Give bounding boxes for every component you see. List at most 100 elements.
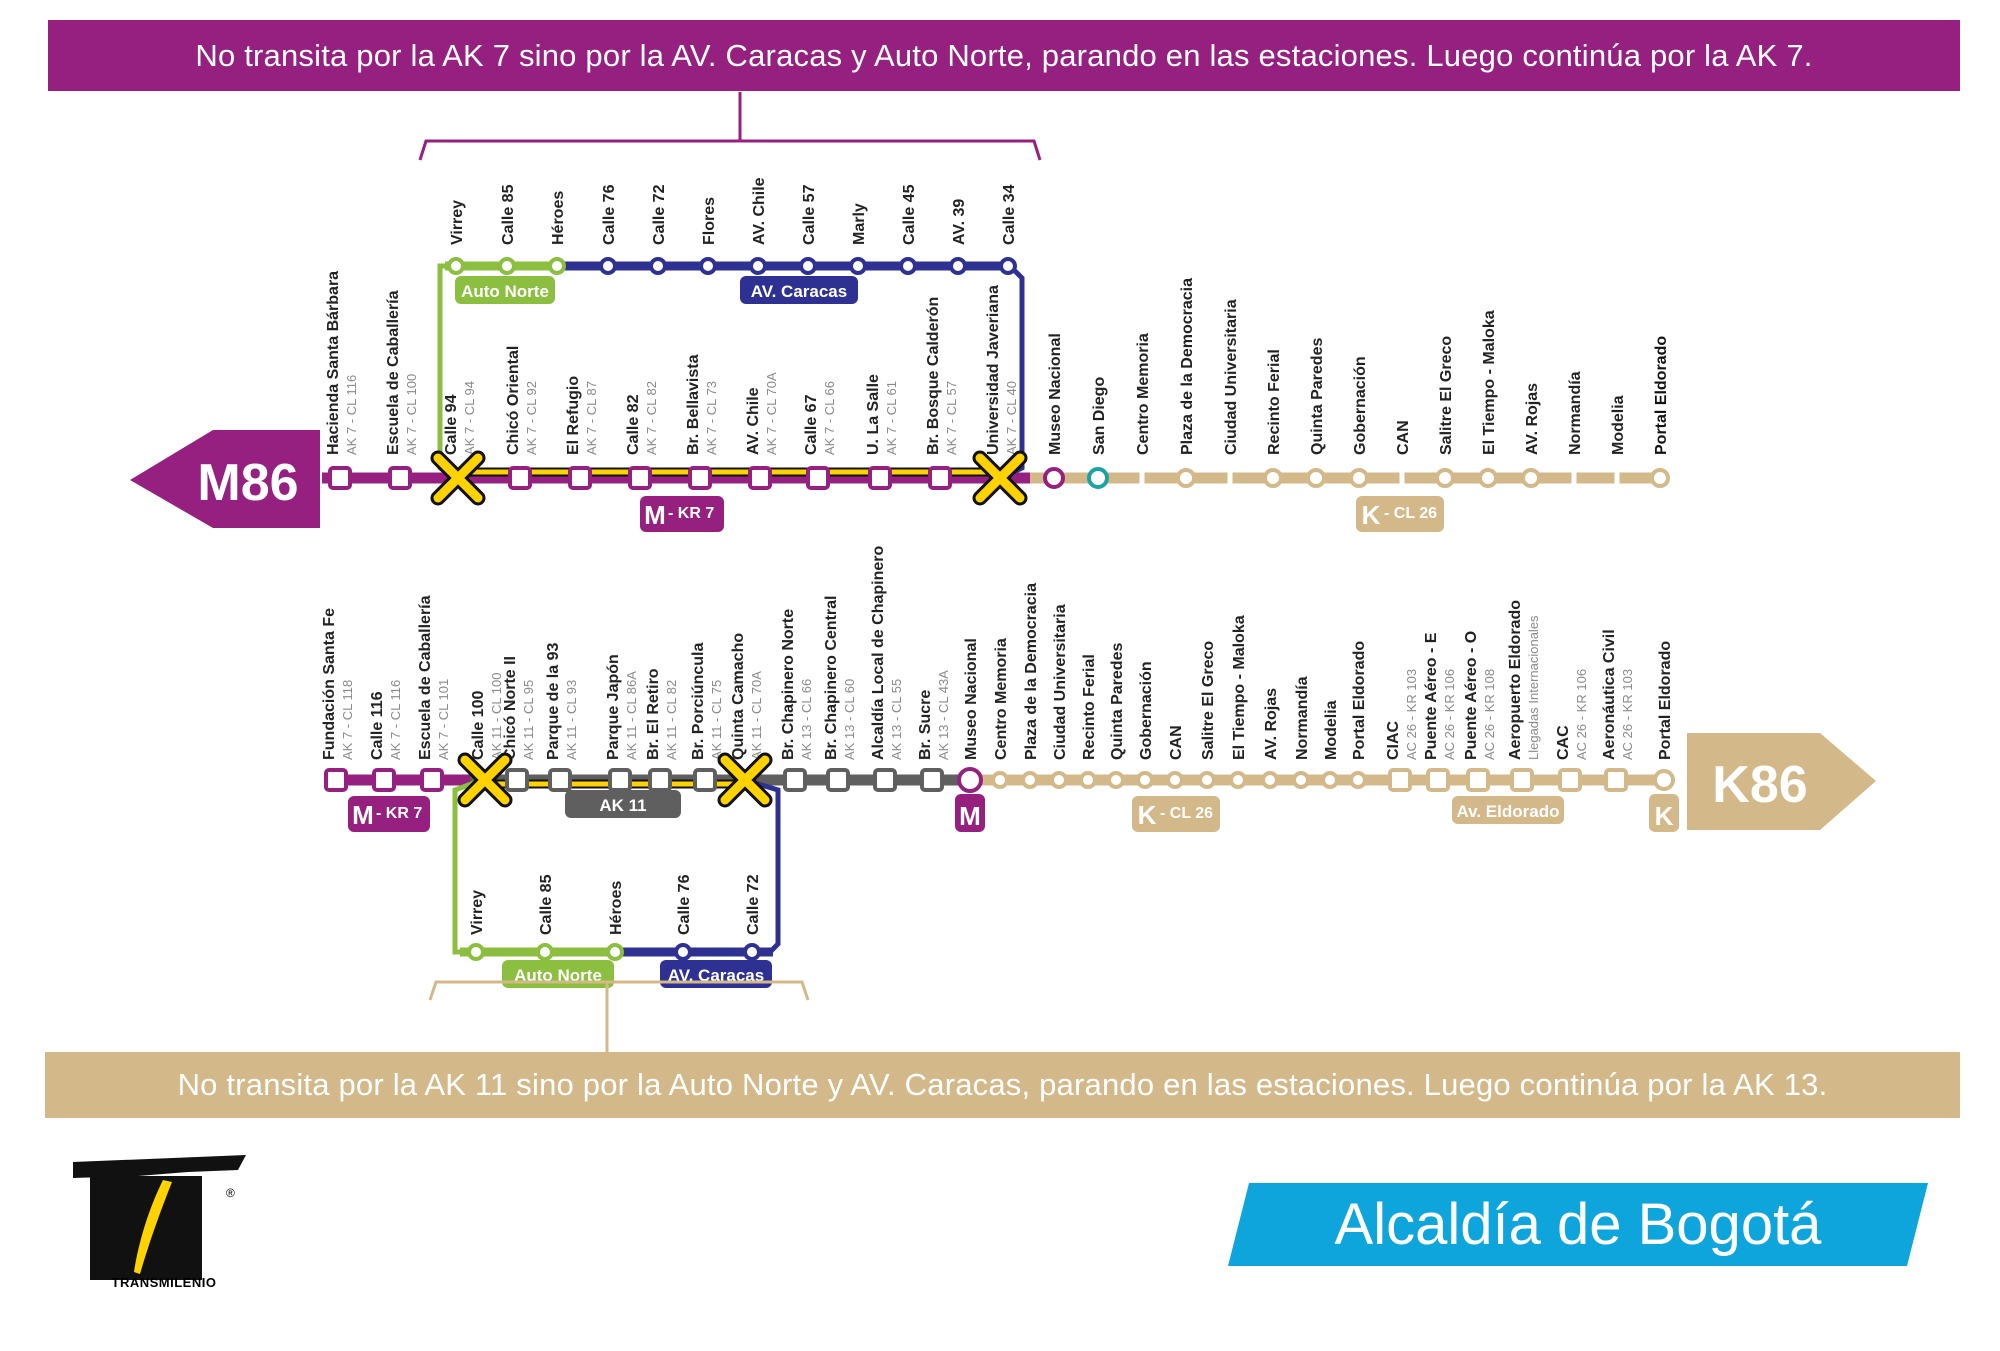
k86-kr7-tag-text: - KR 7	[376, 805, 422, 822]
m86-caracas-pill-text: AV. Caracas	[751, 282, 847, 301]
m86-stop-square	[868, 466, 892, 490]
m86-trunk-pass-mark	[1139, 468, 1145, 488]
m86-trunk-station-dot	[1478, 468, 1498, 488]
m86-detour-station-dot	[699, 257, 717, 275]
k86-trunk-station-label: Gobernación	[1138, 661, 1155, 760]
m86-stop-square	[688, 466, 712, 490]
k86-stop-name: Quinta Camacho	[730, 633, 747, 760]
k86-stop-square	[648, 768, 672, 792]
registered-mark: ®	[226, 1186, 235, 1200]
k86-trunk-station-label: Plaza de la Democracia	[1023, 583, 1040, 760]
m86-kr7-tag-box	[640, 496, 724, 532]
k86-stop-name: Br. Chapinero Norte	[780, 609, 797, 760]
k86-trunk-station-dot	[1229, 771, 1247, 789]
k86-stop-square	[505, 768, 529, 792]
k86-trunk-station-label: AV. Rojas	[1263, 688, 1280, 760]
k86-trunk-station-dot	[1292, 771, 1310, 789]
k86-stop-name: Parque Japón	[605, 654, 622, 760]
k86-stop-sub: AK 11 - CL 82	[664, 680, 679, 760]
m86-trunk-pass-mark	[1399, 468, 1405, 488]
m86-stop-square	[748, 466, 772, 490]
k86-ak11-pill-text: AK 11	[599, 796, 646, 815]
m86-badge-label: M86	[197, 454, 298, 512]
m86-stop-sub: AK 7 - CL 40	[1004, 381, 1019, 455]
m86-kr7-tag-letter: M	[644, 500, 666, 530]
m86-trunk-station-dot	[1521, 468, 1541, 488]
k86-detour-station-label: Calle 85	[538, 874, 555, 935]
k86-stop-name: Calle 116	[369, 691, 386, 760]
m86-autonorte-pill-text: Auto Norte	[461, 282, 549, 301]
k86-trunk-station-dot	[991, 771, 1009, 789]
k86-stop-name: Br. Porciúncula	[690, 643, 707, 760]
m86-trunk-pass-mark	[1227, 468, 1233, 488]
k86-detour-station-label: Héroes	[608, 881, 625, 935]
k86-eldorado-stop-sub: AC 26 - KR 103	[1620, 669, 1635, 760]
transmilenio-logo	[73, 1155, 246, 1280]
m86-detour-station-label: AV. 39	[951, 199, 968, 245]
m86-trunk-pass-mark	[1614, 468, 1620, 488]
m86-trunk-station-label: Modelia	[1610, 395, 1627, 455]
m86-cl26-tag-text: - CL 26	[1384, 505, 1437, 522]
m86-stop-name: Calle 67	[803, 394, 820, 455]
k86-trunk-station-label: Portal Eldorado	[1351, 641, 1368, 760]
k86-trunk-station-dot	[1021, 771, 1039, 789]
m86-cl26-tag-box	[1356, 496, 1444, 532]
k86-trunk-station-label: CAN	[1168, 725, 1185, 760]
alcaldia-text: Alcaldía de Bogotá	[1334, 1192, 1822, 1257]
alcaldia-bogota-logo: Alcaldía de Bogotá	[1228, 1183, 1928, 1266]
top-notice-banner: No transita por la AK 7 sino por la AV. …	[48, 20, 1960, 91]
m86-detour-station-dot	[999, 257, 1017, 275]
k86-stop-name: Fundación Santa Fe	[321, 608, 338, 760]
m86-stop-sub: AK 7 - CL 92	[524, 381, 539, 455]
bottom-notice-text: No transita por la AK 11 sino por la Aut…	[177, 1067, 1828, 1102]
m86-stop-sub: AK 7 - CL 94	[462, 381, 477, 455]
k86-stop-sub: AK 13 - CL 55	[889, 679, 904, 760]
m86-detour-station-label: Héroes	[550, 191, 567, 245]
k86-detour-station-dot	[467, 943, 485, 961]
k86-trunk-station-label: Salitre El Greco	[1200, 641, 1217, 760]
m86-stop-name: Hacienda Santa Bárbara	[325, 271, 342, 455]
k86-eldorado-stop-sub: Llegadas Internacionales	[1526, 615, 1541, 760]
k86-eldorado-stop-sub: AC 26 - KR 106	[1442, 669, 1457, 760]
k86-stop-name: Br. Chapinero Central	[823, 596, 840, 760]
k86-eldorado-stop-name: Aeropuerto Eldorado	[1507, 600, 1524, 760]
k86-trunk-station-label: Modelia	[1323, 700, 1340, 760]
k86-detour-station-label: Calle 76	[676, 874, 693, 935]
m86-detour-station-label: Calle 57	[801, 184, 818, 245]
m86-trunk-station-dot	[1176, 468, 1196, 488]
m86-detour-station-dot	[548, 257, 566, 275]
m86-trunk-station-label: Plaza de la Democracia	[1179, 278, 1196, 455]
m86-autonorte-pill-box	[455, 276, 555, 304]
k86-caracas-pill-text: AV. Caracas	[668, 966, 764, 985]
m86-detour-station-dot	[799, 257, 817, 275]
m86-closure-cross-javeriana-c2	[975, 453, 1025, 503]
m86-stop-sub: AK 7 - CL 82	[644, 381, 659, 455]
k86-eldorado-stop-square	[1426, 768, 1450, 792]
k86-stop-square	[324, 768, 348, 792]
m86-stop-name: Calle 94	[443, 394, 460, 455]
k86-trunk-station-dot	[1107, 771, 1125, 789]
k86-eldorado-stop-name: Puente Aéreo - E	[1423, 632, 1440, 760]
k86-trunk-station-dot	[1136, 771, 1154, 789]
k86-stop-sub: AK 11 - CL 95	[521, 680, 536, 760]
m86-stop-sub: AK 7 - CL 70A	[764, 372, 779, 455]
bottom-detour-bracket	[428, 980, 810, 1001]
m86-trunk-station-label: Museo Nacional	[1047, 333, 1064, 455]
m86-detour-station-dot	[498, 257, 516, 275]
k86-museo-tag-box	[955, 794, 985, 832]
k86-trunk-station-label: El Tiempo - Maloka	[1231, 615, 1248, 760]
m86-trunk-pass-mark	[1571, 468, 1577, 488]
m86-trunk-station-dot	[1349, 468, 1369, 488]
k86-museo-dot	[957, 767, 983, 793]
k86-stop-sub: AK 7 - CL 101	[436, 679, 451, 760]
m86-trunk-station-label: CAN	[1395, 420, 1412, 455]
k86-eldorado-stop-square	[1466, 768, 1490, 792]
k86-eldorado-stop-sub: AC 26 - KR 108	[1482, 669, 1497, 760]
k86-trunk-station-label: Recinto Ferial	[1081, 654, 1098, 760]
k86-stop-square	[873, 768, 897, 792]
m86-caracas-pill-box	[740, 276, 858, 304]
k86-stop-name: Alcaldía Local de Chapinero	[870, 546, 887, 761]
k86-terminal-dot	[1653, 769, 1675, 791]
transmilenio-wordmark: TRANSMILENIO	[111, 1275, 217, 1290]
m86-sandiego-dot	[1087, 467, 1109, 489]
